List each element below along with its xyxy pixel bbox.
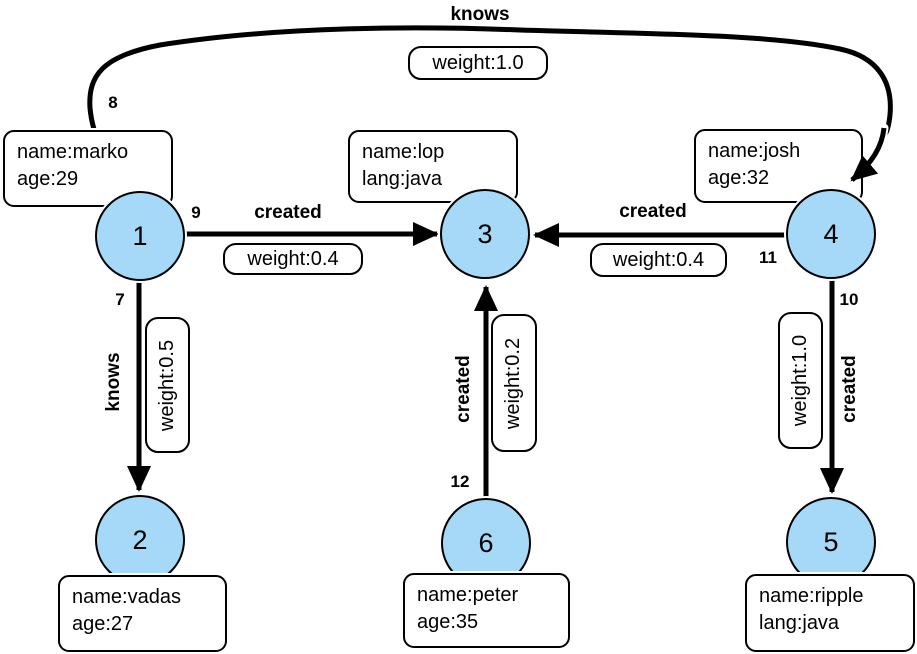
node-5-properties: name:ripple lang:java	[745, 574, 915, 652]
property-line: age:27	[72, 613, 134, 635]
weight-text: weight:0.4	[247, 247, 339, 270]
edge-8-weight: weight:1.0	[408, 46, 548, 80]
weight-text: weight:0.5	[156, 339, 179, 431]
node-3-circle[interactable]: 3	[440, 189, 530, 279]
edge-9-label: created	[254, 202, 322, 223]
edge-8-label: knows	[450, 4, 510, 25]
node-1-circle[interactable]: 1	[95, 191, 185, 281]
edge-9-id: 9	[191, 203, 201, 222]
edge-10-weight: weight:1.0	[778, 312, 823, 449]
edge-7-id: 7	[115, 290, 125, 309]
node-5-id: 5	[823, 526, 839, 557]
node-4-id: 4	[823, 218, 839, 249]
node-1-id: 1	[132, 220, 148, 251]
node-2-circle[interactable]: 2	[95, 495, 185, 585]
weight-text: weight:0.4	[612, 248, 705, 271]
edge-12-id: 12	[450, 472, 470, 491]
property-line: name:peter	[417, 584, 519, 606]
edge-7-label: knows	[103, 352, 124, 412]
node-6-properties: name:peter age:35	[403, 573, 570, 648]
edge-10-label: created	[839, 355, 860, 423]
node-2-properties: name:vadas age:27	[58, 575, 227, 652]
edge-7-weight: weight:0.5	[145, 317, 190, 453]
edge-12-weight: weight:0.2	[491, 314, 537, 452]
weight-text: weight:0.2	[502, 337, 525, 429]
node-6-id: 6	[478, 527, 494, 558]
edge-8-id: 8	[108, 93, 118, 112]
edge-11-label: created	[619, 201, 687, 222]
property-line: age:35	[417, 611, 479, 633]
property-line: name:josh	[708, 140, 801, 162]
property-line: age:32	[708, 167, 770, 189]
edge-11-weight: weight:0.4	[590, 243, 727, 277]
property-line: age:29	[17, 168, 79, 190]
property-line: lang:java	[759, 612, 840, 634]
node-2-id: 2	[132, 524, 148, 555]
property-line: name:vadas	[72, 586, 181, 608]
property-line: name:ripple	[759, 585, 864, 607]
edge-12-label: created	[453, 355, 474, 423]
edge-11-id: 11	[759, 248, 777, 267]
edge-10-id: 10	[839, 290, 859, 309]
node-3-id: 3	[477, 218, 493, 249]
property-line: name:lop	[362, 141, 445, 163]
weight-text: weight:1.0	[789, 334, 812, 427]
edge-9-weight: weight:0.4	[223, 243, 363, 275]
weight-text: weight:1.0	[432, 51, 524, 74]
node-4-circle[interactable]: 4	[786, 189, 876, 279]
property-line: name:marko	[17, 141, 129, 163]
